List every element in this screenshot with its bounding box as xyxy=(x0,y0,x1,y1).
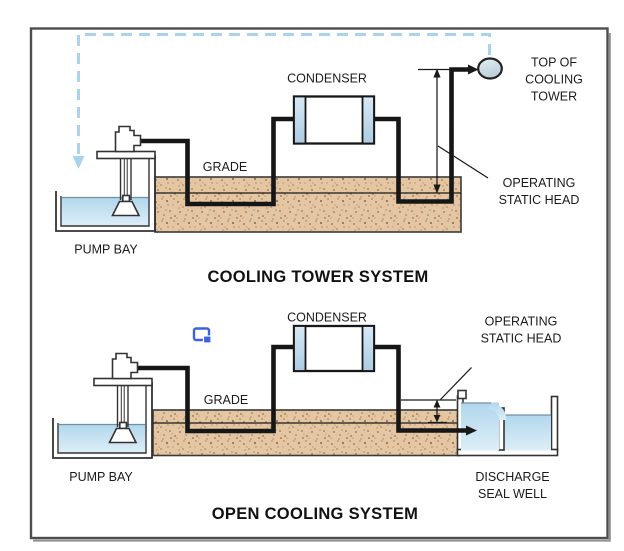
grade-label: GRADE xyxy=(204,393,248,407)
svg-text:OPERATING: OPERATING xyxy=(485,315,558,329)
condenser-to-seal-well-pipe xyxy=(373,344,466,433)
condenser-waterbox-left xyxy=(293,95,307,145)
svg-text:COOLING: COOLING xyxy=(525,73,583,87)
pump-to-condenser-pipe xyxy=(137,344,295,434)
top-of-cooling-tower-label: TOP OF COOLING TOWER xyxy=(525,56,583,104)
condenser xyxy=(292,95,376,145)
discharge-seal-well-label: DISCHARGE SEAL WELL xyxy=(475,470,549,501)
diagram1-title: COOLING TOWER SYSTEM xyxy=(207,268,428,286)
condenser-waterbox-right xyxy=(361,325,375,372)
return-flow-arrowhead xyxy=(72,156,85,169)
svg-text:STATIC HEAD: STATIC HEAD xyxy=(481,332,562,346)
condenser-waterbox-right xyxy=(361,95,375,145)
pipe-flow-arrowhead xyxy=(468,64,479,75)
svg-text:DISCHARGE: DISCHARGE xyxy=(475,470,549,484)
static-head-pointer-line xyxy=(437,145,489,179)
condenser-label: CONDENSER xyxy=(287,311,367,325)
condenser-label: CONDENSER xyxy=(287,72,367,86)
operating-static-head-label: OPERATING STATIC HEAD xyxy=(481,315,562,346)
seal-well-right-wall xyxy=(550,395,559,452)
svg-text:OPERATING: OPERATING xyxy=(503,176,576,190)
static-head-dimension xyxy=(401,367,472,424)
svg-text:TOP OF: TOP OF xyxy=(531,56,577,70)
operating-static-head-label: OPERATING STATIC HEAD xyxy=(499,176,580,207)
pipe-flow-arrowhead xyxy=(466,425,477,436)
condenser-waterbox-left xyxy=(293,325,307,372)
seal-well-water-right xyxy=(504,414,551,451)
condenser xyxy=(292,324,376,373)
svg-text:STATIC HEAD: STATIC HEAD xyxy=(499,193,580,207)
pump-to-condenser-pipe xyxy=(137,116,295,207)
pump-bay-label: PUMP BAY xyxy=(74,243,138,257)
grade-label: GRADE xyxy=(203,160,247,174)
seal-well-inlet-notch xyxy=(457,389,467,400)
return-flow-dashed-line xyxy=(77,33,491,157)
pump-bay-label: PUMP BAY xyxy=(69,470,133,484)
svg-text:SEAL WELL: SEAL WELL xyxy=(478,487,547,501)
cooling-tower-system-diagram: CONDENSER GRADE PUMP BAY TOP OF COOLING … xyxy=(55,33,583,286)
weir-overflow-water xyxy=(489,402,507,420)
condenser-to-tower-pipe xyxy=(373,67,468,204)
frame-shadow xyxy=(33,33,611,542)
svg-text:TOWER: TOWER xyxy=(531,90,577,104)
diagram2-title: OPEN COOLING SYSTEM xyxy=(212,505,418,523)
broken-object-artifact-icon xyxy=(192,327,212,344)
static-head-pointer-line xyxy=(440,367,472,400)
open-cooling-system-diagram: CONDENSER GRADE PUMP BAY OPERATING STATI… xyxy=(52,311,562,523)
cooling-tower-top-node xyxy=(477,57,503,80)
static-head-dimension xyxy=(418,68,489,194)
